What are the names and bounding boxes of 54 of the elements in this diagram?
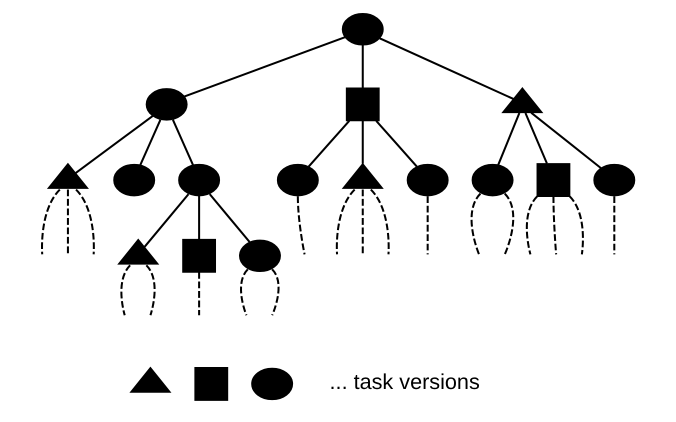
- node-circle: [276, 164, 319, 196]
- label: ... task versions: [330, 369, 480, 394]
- connector: [198, 272, 200, 316]
- node-triangle: [46, 162, 89, 189]
- connector: [75, 115, 154, 174]
- node-triangle: [129, 366, 172, 393]
- connector: [271, 268, 280, 316]
- connector: [470, 192, 482, 255]
- connector: [184, 36, 346, 98]
- connector: [144, 194, 190, 248]
- connector: [613, 196, 616, 254]
- connector: [526, 196, 538, 255]
- connector: [568, 196, 584, 254]
- connector: [552, 196, 558, 254]
- connector: [362, 120, 364, 164]
- node-circle: [406, 164, 449, 196]
- connector: [362, 44, 364, 88]
- connector: [240, 268, 249, 316]
- connector: [504, 192, 514, 255]
- connector: [497, 112, 520, 166]
- node-triangle: [501, 87, 544, 114]
- node-circle: [178, 164, 220, 196]
- connector: [66, 190, 69, 254]
- connector: [146, 264, 156, 316]
- connector: [172, 119, 194, 166]
- connector: [41, 188, 61, 254]
- node-circle: [239, 240, 281, 272]
- node-circle: [472, 164, 514, 196]
- node-circle: [146, 88, 188, 121]
- connector: [336, 188, 356, 254]
- connector: [208, 194, 250, 243]
- connector: [198, 196, 200, 240]
- node-circle: [113, 164, 156, 196]
- connector: [524, 112, 548, 164]
- connector: [379, 37, 514, 100]
- connector: [426, 196, 429, 254]
- connector: [75, 188, 95, 254]
- node-triangle: [342, 162, 384, 189]
- node-triangle: [117, 238, 160, 265]
- connector: [308, 120, 350, 168]
- connector: [139, 119, 162, 166]
- connector: [530, 112, 602, 169]
- node-circle: [593, 164, 636, 196]
- connector: [375, 120, 418, 168]
- node-box: [182, 238, 216, 273]
- connector: [370, 188, 390, 254]
- connector: [120, 264, 131, 316]
- node-circle: [251, 368, 294, 400]
- node-box: [346, 87, 380, 122]
- connector: [362, 190, 364, 254]
- node-box: [194, 367, 228, 401]
- node-circle: [342, 13, 384, 46]
- node-box: [536, 163, 570, 197]
- connector: [296, 196, 306, 255]
